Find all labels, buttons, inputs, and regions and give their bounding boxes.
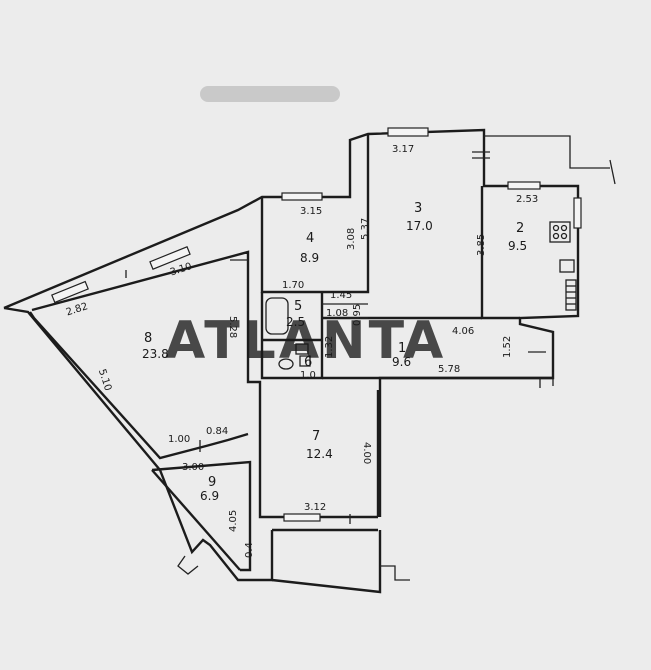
room-9-area: 6.9 [200, 489, 219, 503]
dim-label: 4.06 [452, 326, 474, 337]
dim-label: 5.37 [360, 218, 371, 240]
fixtures [265, 221, 577, 370]
dim-label: 1.08 [326, 308, 348, 319]
blurred-header [200, 86, 340, 102]
dim-label: 1.52 [502, 336, 513, 358]
washbasin-icon [295, 343, 309, 355]
room-2-number: 2 [516, 221, 524, 236]
dim-label: 0.95 [352, 304, 363, 326]
dim-label: 4.05 [228, 510, 239, 532]
watermark: ATLANTA [165, 311, 446, 371]
dimension-labels: 3.17 3.15 2.53 3.10 2.82 5.37 3.08 3.85 … [65, 144, 539, 558]
room-4-area: 8.9 [300, 251, 319, 265]
toilet-icon [278, 358, 294, 370]
room-1-number: 1 [398, 341, 406, 356]
dim-label: 1.45 [330, 290, 352, 301]
dim-label: 3.08 [346, 228, 357, 250]
dim-label: 1.00 [168, 434, 190, 445]
room-1-area: 9.6 [392, 355, 411, 369]
room-5-number: 5 [294, 299, 302, 314]
dim-label: 3.00 [182, 462, 204, 473]
room-9-number: 9 [208, 475, 216, 490]
windows [51, 127, 582, 524]
counter-icon [565, 279, 577, 311]
room-7-number: 7 [312, 429, 320, 444]
room-3-number: 3 [414, 201, 422, 216]
room-8-number: 8 [144, 331, 152, 346]
dim-label: 4.00 [361, 442, 372, 464]
room-7-area: 12.4 [306, 447, 333, 461]
dim-label: 1.70 [282, 280, 304, 291]
dim-label: 2.53 [516, 194, 538, 205]
room-4-number: 4 [306, 231, 314, 246]
room-5-area: 2.5 [286, 315, 305, 329]
dim-label: 5.28 [227, 316, 238, 338]
room-labels: 1 9.6 2 9.5 3 17.0 4 8.9 5 2.5 6 1.0 7 1… [142, 201, 527, 503]
dim-label: 5.78 [438, 364, 460, 375]
dim-label: 0.84 [206, 426, 228, 437]
dim-label: 3.15 [300, 206, 322, 217]
dim-label: 3.10 [169, 261, 194, 278]
bathtub-icon [265, 297, 289, 335]
room-3-area: 17.0 [406, 219, 433, 233]
room-2-area: 9.5 [508, 239, 527, 253]
room-6-area: 1.0 [300, 370, 316, 381]
sink-icon [559, 259, 575, 273]
interior-walls [29, 134, 553, 572]
dim-label: 3.17 [392, 144, 414, 155]
room-6-number: 6 [304, 355, 312, 370]
stove-icon [549, 221, 571, 243]
dim-label: 0.4 [244, 542, 255, 558]
dim-label: 3.85 [476, 234, 487, 256]
dim-label: 1.32 [324, 336, 335, 358]
room-8-area: 23.8 [142, 347, 169, 361]
dim-label: 2.82 [65, 301, 90, 318]
dim-label: 3.12 [304, 502, 326, 513]
